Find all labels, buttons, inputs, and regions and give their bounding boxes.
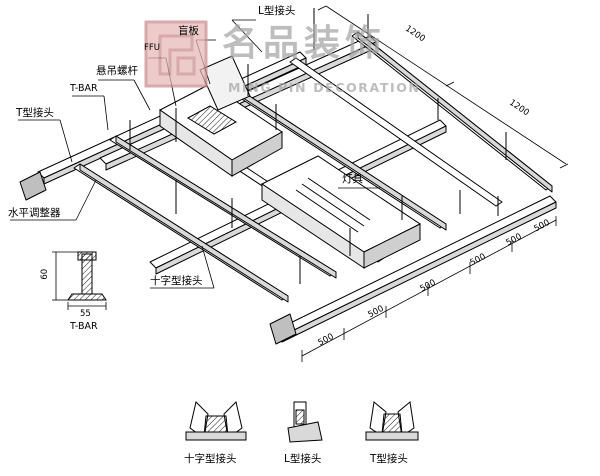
- watermark-brand-en: MING PIN DECORATION: [228, 80, 421, 95]
- label-t-type-joint: T型接头: [16, 107, 54, 119]
- cross-rail-5: [289, 57, 503, 207]
- label-leveler: 水平调整器: [8, 207, 61, 219]
- t-bar-section: [52, 251, 107, 310]
- cross-joint-icon: [185, 401, 247, 441]
- t-bar-profile-flange: [67, 293, 107, 301]
- dim-section-width: 55: [80, 309, 91, 319]
- ffu-unit: [159, 55, 283, 177]
- legend-cross-joint-label: 十字型接头: [184, 453, 237, 465]
- label-cross-joint: 十字型接头: [150, 275, 203, 287]
- dimension-lines: [301, 5, 569, 362]
- ffu-filter: [187, 105, 237, 135]
- l-joint-icon: [287, 401, 323, 443]
- legend-t-joint-label: T型接头: [370, 453, 408, 465]
- legend-l-joint-label: L型接头: [284, 453, 322, 465]
- label-t-bar-top: T-BAR: [70, 83, 98, 94]
- label-section-t-bar: T-BAR: [70, 321, 98, 332]
- watermark-logo: [144, 20, 208, 88]
- hanging-rods: [129, 8, 507, 284]
- label-l-type-joint: L型接头: [258, 5, 296, 17]
- light-fixture: [261, 155, 421, 269]
- watermark-brand-cn: 名品装饰: [222, 23, 387, 64]
- t-joint-icon: [365, 401, 419, 441]
- t-bar-profile-head: [77, 251, 97, 261]
- label-ceiling-panel: 盲板: [178, 25, 199, 37]
- dim-section-height: 60: [40, 268, 51, 280]
- label-ffu: FFU: [144, 43, 160, 53]
- ffu-blind-panel: [199, 55, 251, 111]
- label-hanging-rod: 悬吊螺杆: [96, 65, 138, 77]
- label-light: 灯具: [342, 173, 363, 185]
